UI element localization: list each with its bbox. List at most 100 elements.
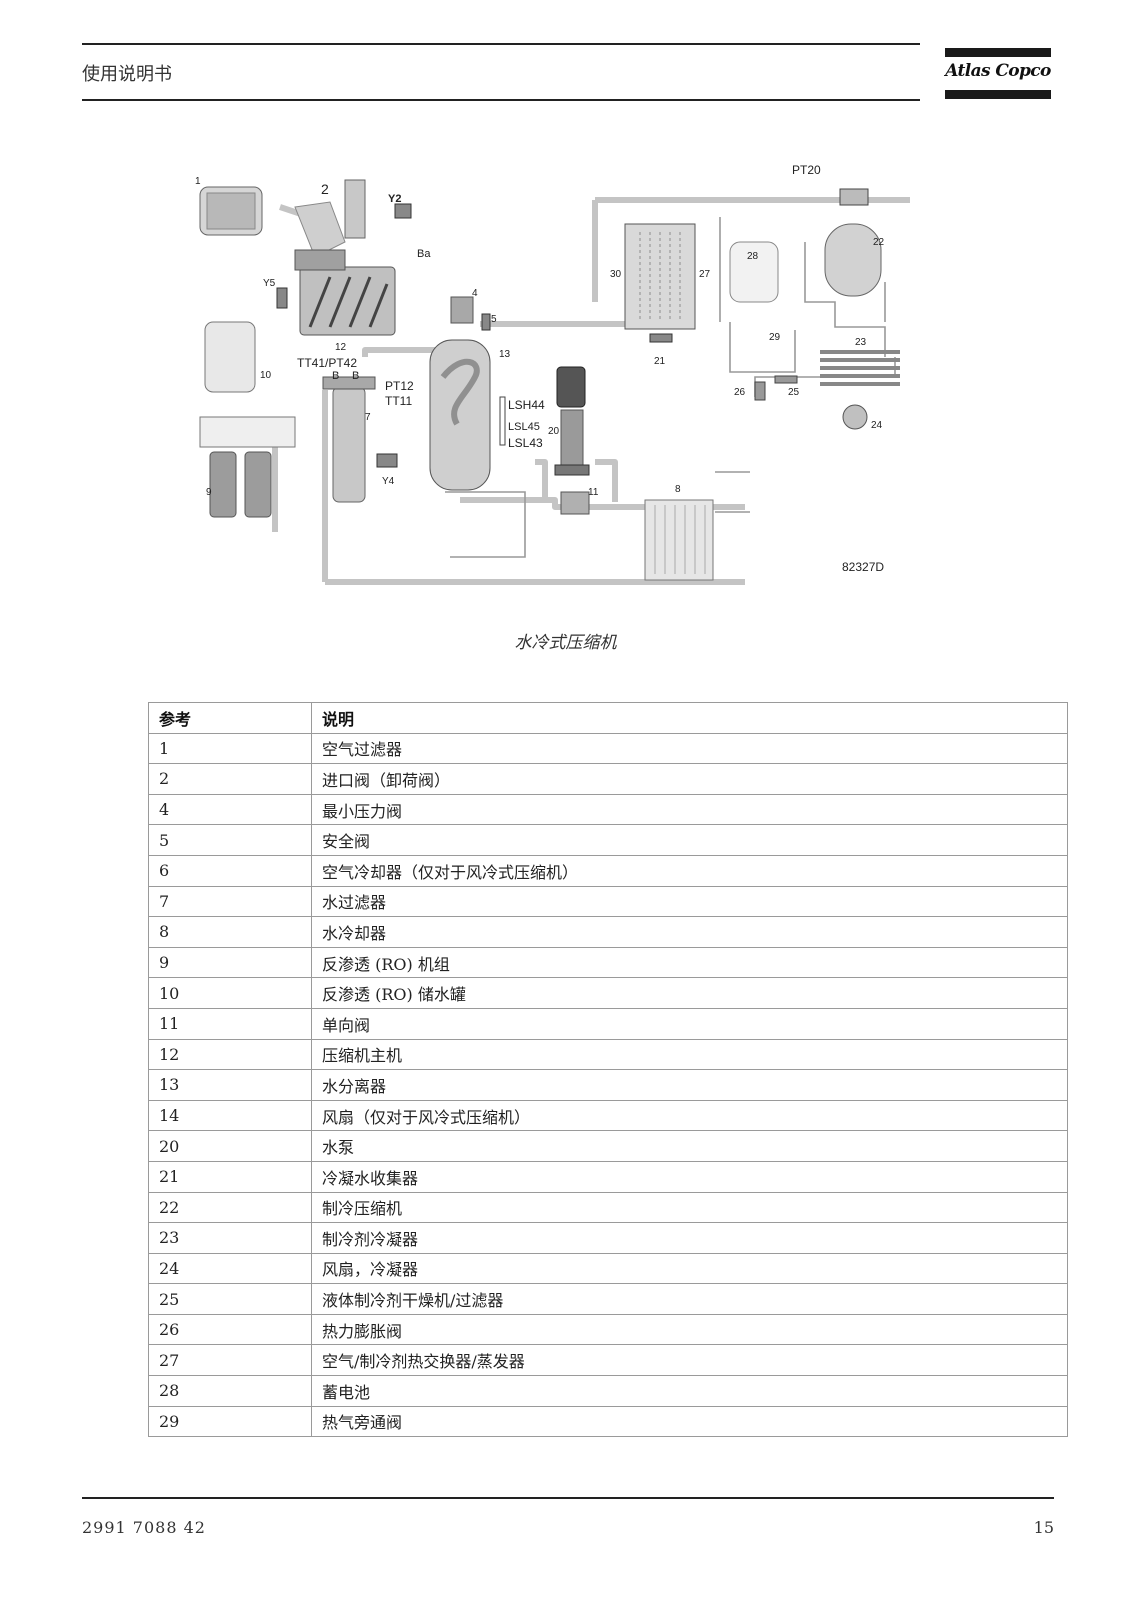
document-number: 2991 7088 42 [82, 1518, 206, 1537]
reference-cell: 28 [148, 1375, 312, 1407]
reference-cell: 29 [148, 1405, 312, 1438]
label-lsl45: LSL45 [508, 421, 540, 433]
column-header-description: 说明 [311, 702, 1068, 734]
unloader-cylinder [344, 179, 366, 239]
label-8: 8 [675, 484, 681, 495]
compressor-diagram: 1 2 Y2 Ba 4 5 Y5 10 12 TT41/PT42 B B PT1… [195, 163, 910, 585]
solenoid-y2 [394, 203, 412, 219]
reference-cell: 2 [148, 763, 312, 795]
description-cell: 水过滤器 [311, 885, 1068, 918]
expansion-valve [754, 381, 766, 401]
logo-wordmark: Atlas Copco [945, 61, 1051, 81]
description-cell: 风扇，冷凝器 [311, 1252, 1068, 1285]
reference-cell: 22 [148, 1191, 312, 1224]
cooler-loop-line [445, 491, 526, 558]
description-cell: 液体制冷剂干燥机/过滤器 [311, 1283, 1068, 1315]
description-cell: 风扇（仅对于风冷式压缩机） [311, 1099, 1068, 1132]
refrigerant-compressor [824, 223, 882, 297]
description-cell: 蓄电池 [311, 1375, 1068, 1407]
reference-cell: 7 [148, 885, 312, 918]
label-pt12: PT12 [385, 379, 414, 393]
description-cell: 水分离器 [311, 1069, 1068, 1101]
refrigerant-condenser [820, 350, 900, 386]
reference-cell: 21 [148, 1160, 312, 1193]
description-cell: 制冷剂冷凝器 [311, 1222, 1068, 1254]
reference-cell: 27 [148, 1344, 312, 1377]
reference-cell: 1 [148, 732, 312, 765]
pump-base [554, 464, 590, 476]
description-cell: 空气冷却器（仅对于风冷式压缩机） [311, 854, 1068, 887]
check-valve [560, 491, 590, 515]
reference-cell: 6 [148, 854, 312, 887]
reference-cell: 11 [148, 1007, 312, 1040]
reference-cell: 9 [148, 946, 312, 979]
air-filter-element [206, 192, 256, 230]
figure-code: 82327D [842, 560, 884, 574]
ro-unit-frame [199, 416, 296, 448]
water-cooler [644, 499, 714, 581]
exchanger-tubes [639, 232, 681, 320]
label-29: 29 [769, 332, 781, 343]
pump-body [560, 409, 584, 466]
condensate-collector [649, 333, 673, 343]
column-header-reference: 参考 [148, 702, 312, 734]
description-cell: 热气旁通阀 [311, 1405, 1068, 1438]
description-cell: 热力膨胀阀 [311, 1313, 1068, 1346]
header-title: 使用说明书 [82, 64, 172, 85]
label-21: 21 [654, 356, 666, 367]
label-23: 23 [855, 337, 867, 348]
footer-rule [82, 1497, 1054, 1499]
element-outlet-pipe [362, 347, 435, 357]
label-28: 28 [747, 251, 759, 262]
reference-cell: 8 [148, 916, 312, 948]
pump-motor [556, 366, 586, 408]
ro-filter-1 [209, 451, 237, 518]
label-12: 12 [335, 342, 347, 353]
label-b-2: B [352, 370, 359, 382]
accumulator [729, 241, 779, 303]
description-cell: 空气过滤器 [311, 732, 1068, 765]
label-4: 4 [472, 288, 478, 299]
description-cell: 安全阀 [311, 824, 1068, 856]
label-13: 13 [499, 349, 511, 360]
reference-cell: 5 [148, 824, 312, 856]
water-filter [332, 386, 366, 503]
reference-cell: 10 [148, 977, 312, 1009]
safety-valve [481, 313, 491, 331]
label-22: 22 [873, 237, 885, 248]
description-cell: 单向阀 [311, 1007, 1068, 1040]
atlas-copco-logo: Atlas Copco [945, 48, 1051, 100]
label-7: 7 [365, 412, 371, 423]
compressor-element [299, 266, 396, 336]
label-10: 10 [260, 370, 272, 381]
label-y5: Y5 [263, 278, 276, 289]
description-cell: 反渗透 (RO) 机组 [311, 946, 1068, 979]
pump-loop-pipe [535, 459, 548, 502]
label-2: 2 [321, 181, 329, 197]
inlet-housing [294, 249, 346, 271]
description-cell: 冷凝水收集器 [311, 1160, 1068, 1193]
reference-cell: 13 [148, 1069, 312, 1101]
label-tt11: TT11 [385, 394, 412, 408]
header-rule-top [82, 43, 920, 45]
ro-filter-2 [244, 451, 272, 518]
cooler-fins [654, 505, 706, 574]
reference-cell: 14 [148, 1099, 312, 1132]
